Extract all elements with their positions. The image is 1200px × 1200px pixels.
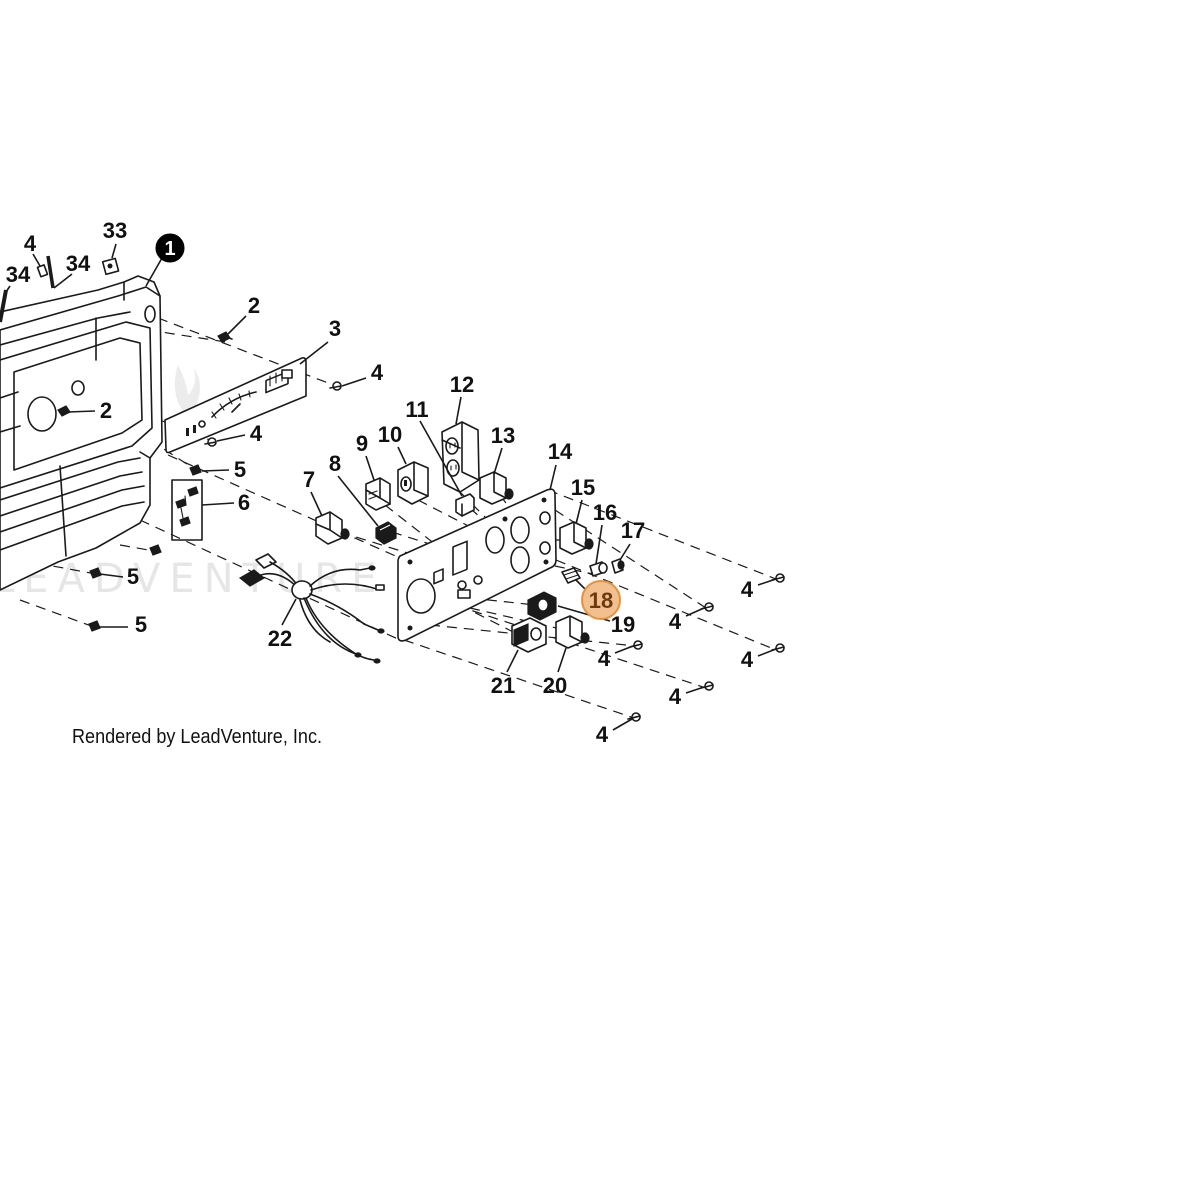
callout-4-meter[interactable]: 4 [371,360,384,385]
screw-4-e [700,681,714,691]
screw-4-b [700,602,714,612]
part-34-rod-left [0,289,8,323]
callout-34-right[interactable]: 34 [66,251,91,276]
callout-5-c[interactable]: 5 [135,612,147,637]
part-13-circuit-breaker [479,471,514,505]
part-12-duplex-outlet [441,421,480,493]
callout-4-right-d[interactable]: 4 [741,647,754,672]
part-6-fastener-kit [171,479,203,541]
part-11-bracket [455,493,475,517]
part-19-outlet [527,591,557,621]
part-17-fuse-cap [611,558,625,574]
part-9-terminal-block [365,477,391,511]
callout-7[interactable]: 7 [303,467,315,492]
screw-4-d [771,643,785,653]
callout-34-left[interactable]: 34 [6,262,31,287]
part-10-outlet [397,461,429,505]
part-1-frame-housing [0,275,163,591]
part-4-screw-meter [329,381,342,391]
callout-12[interactable]: 12 [450,372,474,397]
callout-9[interactable]: 9 [356,431,368,456]
callout-4-right-a[interactable]: 4 [741,577,754,602]
part-4-screws-right [627,573,785,722]
part-7-circuit-breaker [315,511,350,545]
callout-4-right-c[interactable]: 4 [598,646,611,671]
part-21-receptacle [511,617,547,653]
callout-21[interactable]: 21 [491,673,515,698]
callout-4-right-b[interactable]: 4 [669,609,682,634]
callout-4-right-e[interactable]: 4 [669,684,682,709]
callout-4-top[interactable]: 4 [24,231,37,256]
callout-33[interactable]: 33 [103,218,127,243]
callout-4-right-f[interactable]: 4 [596,722,609,747]
callout-1-badge-circle[interactable] [155,233,185,263]
callout-18-highlight[interactable]: 18 [581,580,621,620]
leader-lines [5,243,777,731]
part-18-connector [561,567,581,584]
part-16-fuse-holder [589,561,608,577]
callout-1[interactable]: 1 [164,238,175,260]
screw-4-a [771,573,785,583]
screw-4-f [627,712,641,722]
part-20-circuit-breaker [555,615,590,649]
part-14-control-panel-plate [397,488,557,642]
callout-16[interactable]: 16 [593,500,617,525]
part-33-square-nut [101,257,120,276]
part-3-meter-plate [164,357,307,454]
callout-13[interactable]: 13 [491,423,515,448]
callout-labels: 33 1 4 34 34 2 3 4 2 4 5 6 7 8 9 10 11 1… [6,218,754,747]
callout-11[interactable]: 11 [405,397,428,422]
render-credit: Rendered by LeadVenture, Inc. [72,726,322,748]
part-22-wiring-harness [238,553,385,664]
part-5-screw-c [89,567,102,579]
watermark-text: LEADVENTURE [0,556,385,602]
part-15-circuit-breaker [559,521,594,555]
callout-19[interactable]: 19 [611,612,635,637]
part-5-screw-a [189,464,202,476]
callout-18[interactable]: 18 [589,588,613,613]
screw-4-c [629,640,643,650]
part-34-rod-right [46,255,55,289]
callout-22[interactable]: 22 [268,626,292,651]
part-5-screw-b [149,544,162,556]
callout-14[interactable]: 14 [548,439,573,464]
callout-2-lower[interactable]: 2 [100,398,112,423]
part-4-screw-top [36,264,49,278]
callout-10[interactable]: 10 [378,422,402,447]
part-4-screw-mid [204,437,217,447]
callout-20[interactable]: 20 [543,673,567,698]
callout-4-mid[interactable]: 4 [250,421,263,446]
callout-18-highlight-circle[interactable] [581,580,621,620]
callout-6[interactable]: 6 [238,490,250,515]
part-5-screw-d [88,620,101,632]
callout-2-upper[interactable]: 2 [248,293,260,318]
callout-3[interactable]: 3 [329,316,341,341]
callout-1-badge[interactable]: 1 [155,233,185,263]
callout-5-b[interactable]: 5 [127,564,139,589]
part-8-rocker-switch [375,521,397,545]
callout-17[interactable]: 17 [621,518,645,543]
callout-15[interactable]: 15 [571,475,595,500]
callout-5-a[interactable]: 5 [234,457,246,482]
callout-8[interactable]: 8 [329,451,341,476]
part-2-screw-upper [217,331,233,343]
